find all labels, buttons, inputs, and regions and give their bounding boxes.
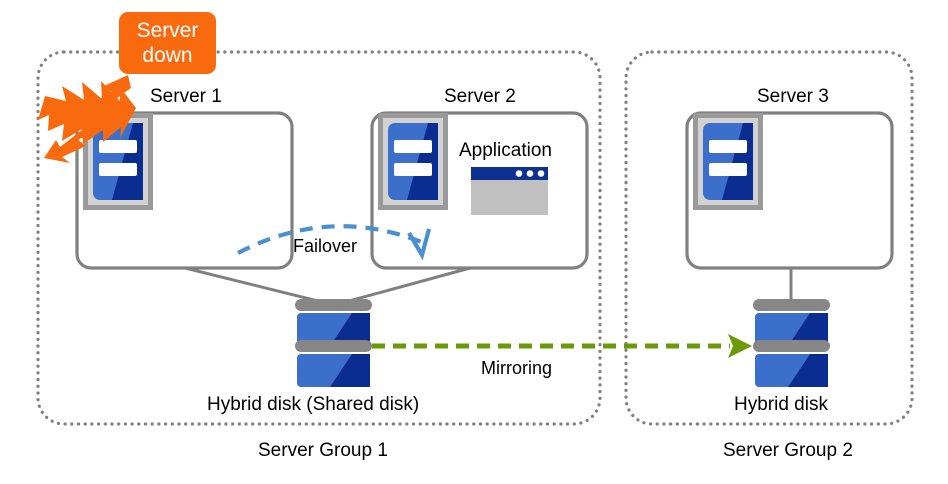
server-group-1-boundary — [36, 50, 602, 426]
server-icon — [378, 113, 448, 210]
failover-arrow — [237, 224, 432, 261]
application-label: Application — [459, 140, 552, 161]
server-down-line1: Server — [136, 19, 199, 42]
disk-icon — [753, 299, 830, 387]
failover-label: Failover — [293, 236, 358, 256]
mirroring-arrow — [372, 334, 752, 358]
server-group-2-label: Server Group 2 — [723, 440, 853, 461]
server-down-badge: Server down — [119, 12, 216, 74]
server-group-1-label: Server Group 1 — [258, 440, 388, 461]
disk1-label: Hybrid disk (Shared disk) — [207, 394, 420, 415]
disk-icon — [295, 299, 372, 387]
server-group-2-boundary — [624, 50, 914, 426]
mirroring-label: Mirroring — [481, 358, 553, 378]
server-down-line2: down — [142, 44, 193, 67]
server2-label: Server 2 — [444, 86, 516, 107]
lightning-bolt-icon-strokes — [38, 81, 136, 144]
server-icon — [693, 113, 763, 210]
connector-server2-disk1 — [337, 266, 471, 306]
disk2-label: Hybrid disk — [734, 394, 828, 415]
application-window-icon — [471, 167, 548, 215]
server3-label: Server 3 — [757, 86, 829, 107]
server1-label: Server 1 — [150, 86, 222, 107]
connector-server1-disk1 — [184, 266, 331, 306]
